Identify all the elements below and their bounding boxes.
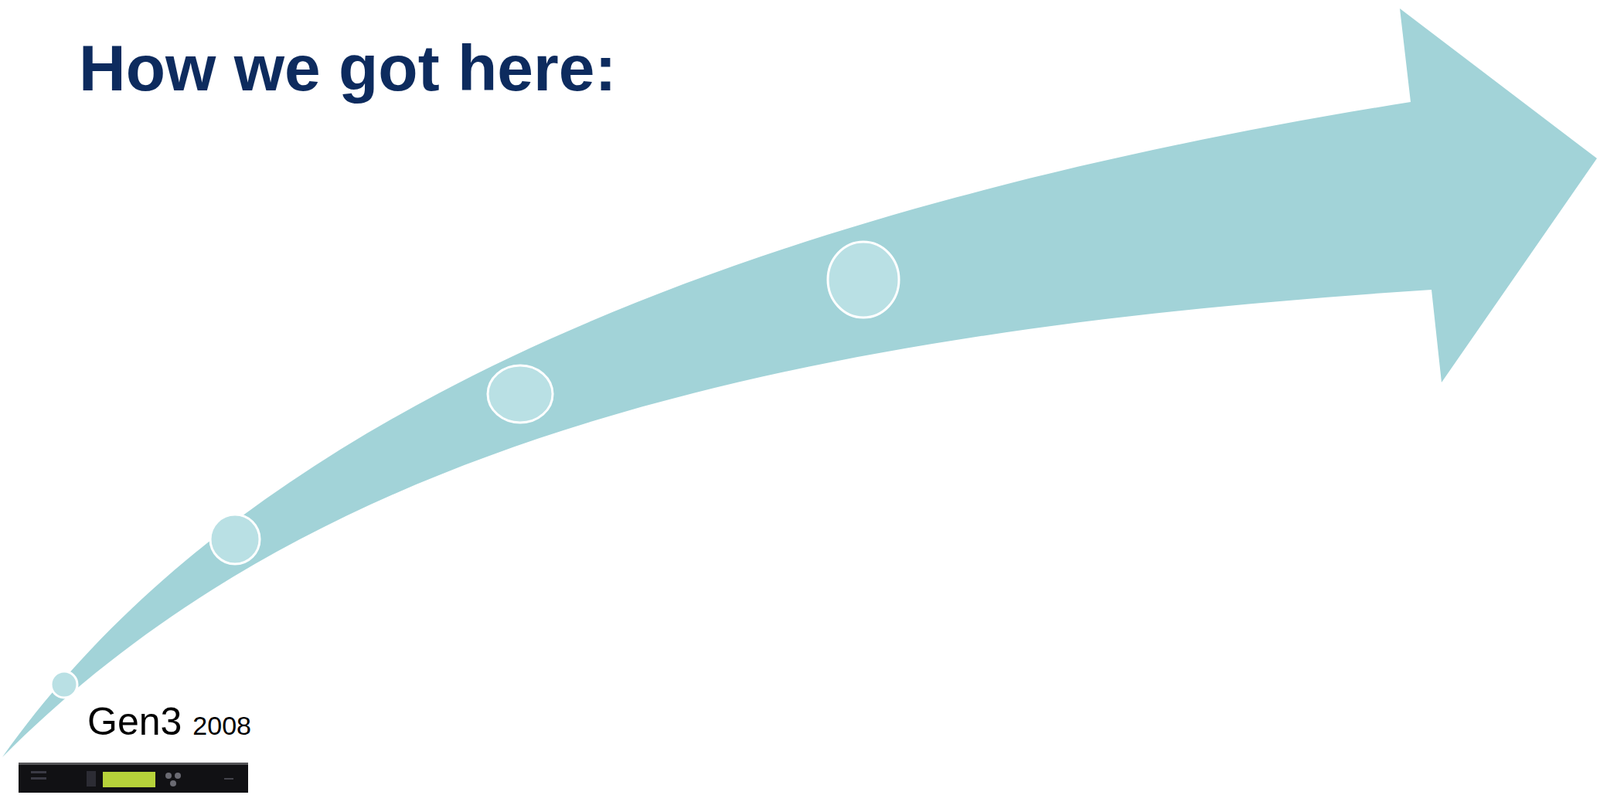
year-label: 2008 [192,711,252,742]
curved-arrow [2,8,1597,758]
milestone-dot [210,514,260,565]
milestone-dot [827,241,899,318]
slide-title: How we got here: [78,32,617,104]
generation-name: Gen3 [87,699,182,745]
milestone-label: Gen3 2008 [87,699,252,745]
milestone-dot [51,671,78,698]
milestone-dot [487,365,553,423]
device-photo [18,762,249,794]
